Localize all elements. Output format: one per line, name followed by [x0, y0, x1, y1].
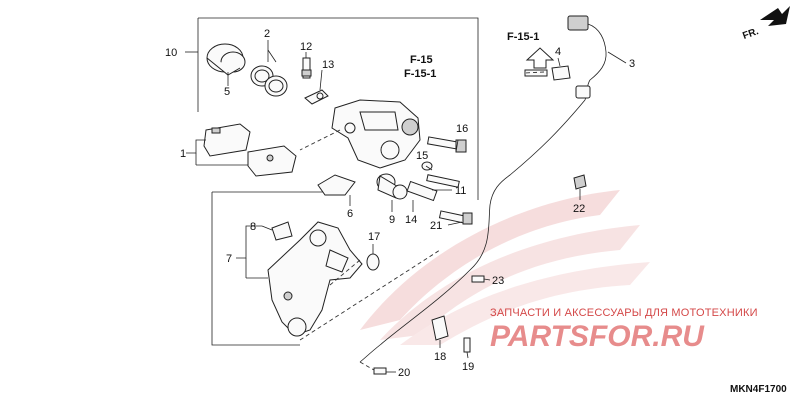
watermark-logo: PARTSFOR.RU: [490, 320, 705, 353]
callout-21: 21: [430, 220, 442, 232]
pad-spring-part: [317, 174, 356, 196]
callout-3: 3: [629, 58, 635, 70]
sensor-wire-part: [359, 99, 586, 363]
callout-15: 15: [416, 150, 428, 162]
callout-14: 14: [405, 214, 417, 226]
callout-23: 23: [492, 275, 504, 287]
boot-part: [376, 173, 408, 200]
callout-13: 13: [322, 59, 334, 71]
sensor-clip-part: [431, 315, 449, 341]
callout-12: 12: [300, 41, 312, 53]
callout-7: 7: [226, 253, 232, 265]
diagram-code: MKN4F1700: [730, 384, 787, 395]
callout-9: 9: [389, 214, 395, 226]
group-outline-caliper: [185, 17, 479, 200]
callout-17: 17: [368, 231, 380, 243]
callout-5: 5: [224, 86, 230, 98]
speed-sensor-connector-part: [567, 15, 607, 101]
bracket-clip-part: [271, 221, 293, 241]
group-outline-bracket: [211, 191, 330, 346]
bracket-rubber-part: [366, 253, 380, 271]
callout-labels: 1 2 3 4 5 6 7 8 9 10 11 12 13 14 15 16 1…: [165, 28, 635, 379]
callout-4: 4: [555, 46, 561, 58]
piston-part: [206, 43, 246, 76]
grommet-part: [573, 174, 587, 190]
callout-19: 19: [462, 361, 474, 373]
front-label: FR.: [741, 26, 760, 42]
mounting-bolt-part: [426, 136, 467, 153]
sensor-bolt-23-part: [471, 275, 485, 283]
front-direction-arrow: [760, 6, 790, 26]
alignment-dashes: [299, 71, 545, 371]
callout-20: 20: [398, 367, 410, 379]
reference-f15: F-15: [410, 54, 433, 66]
bleeder-part: [301, 57, 312, 79]
callout-11: 11: [455, 185, 466, 197]
reference-arrow-up: [525, 47, 555, 69]
pin-part: [426, 174, 460, 188]
bleeder-cap-part: [304, 89, 329, 105]
callout-10: 10: [165, 47, 177, 59]
sleeve-part: [406, 180, 438, 202]
caliper-bracket-part: [267, 221, 363, 337]
callout-6: 6: [347, 208, 353, 220]
caliper-body-part: [331, 99, 421, 169]
watermark-caption: ЗАПЧАСТИ И АКСЕССУАРЫ ДЛЯ МОТОТЕХНИКИ: [490, 307, 758, 319]
seal-set-part: [250, 65, 288, 97]
leader-lines: [186, 40, 627, 373]
sensor-bolt-20-part: [373, 367, 387, 375]
callout-22: 22: [573, 203, 585, 215]
callout-8: 8: [250, 221, 256, 233]
callout-16: 16: [456, 123, 468, 135]
wire-clip-part: [524, 65, 571, 81]
brake-pad-upper-part: [203, 123, 251, 157]
callout-2: 2: [264, 28, 270, 40]
callout-1: 1: [180, 148, 186, 160]
reference-f15-1-main: F-15-1: [404, 68, 436, 80]
sensor-bolt-19-part: [463, 337, 471, 353]
brake-pad-lower-part: [247, 145, 297, 177]
wing-emblem-watermark: [360, 190, 650, 345]
reference-f15-1-top: F-15-1: [507, 31, 539, 43]
callout-18: 18: [434, 351, 446, 363]
bracket-bolt-part: [438, 210, 473, 225]
